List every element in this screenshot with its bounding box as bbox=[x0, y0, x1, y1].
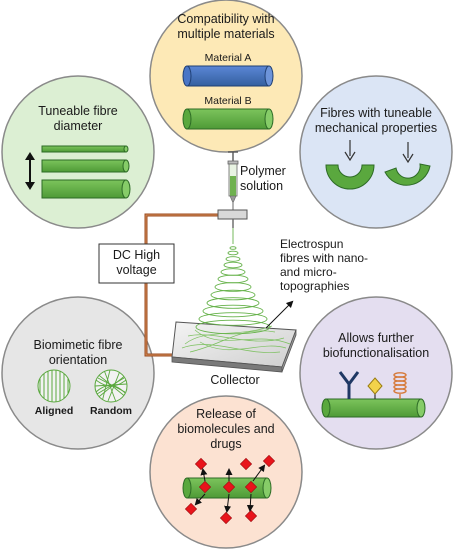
antibody-icon bbox=[338, 371, 360, 399]
high-voltage-wire-core bbox=[145, 214, 219, 356]
molecule-diamond-icon bbox=[367, 377, 383, 399]
aligned-label: Aligned bbox=[34, 405, 74, 417]
panel-right-upper-circle bbox=[299, 75, 453, 229]
nozzle-clamp bbox=[217, 209, 248, 228]
double-arrow-icon bbox=[25, 152, 35, 190]
biofunctional-fibre bbox=[321, 398, 426, 418]
material-a-cylinder bbox=[182, 65, 274, 87]
panel-right-lower-circle bbox=[299, 296, 453, 450]
random-fibres-disc bbox=[94, 369, 128, 403]
material-b-label: Material B bbox=[204, 95, 252, 107]
fibres-pointer-arrow bbox=[265, 300, 294, 329]
aligned-fibres-disc bbox=[37, 369, 71, 403]
collector-plate bbox=[171, 321, 297, 373]
panel-left-lower-circle bbox=[1, 296, 155, 450]
diameter-fibres bbox=[41, 145, 131, 199]
fibre-mat bbox=[181, 325, 291, 353]
spring-coil-icon bbox=[393, 372, 407, 399]
material-b-cylinder bbox=[182, 108, 274, 130]
random-label: Random bbox=[90, 405, 132, 417]
syringe-icon bbox=[227, 151, 239, 211]
collector-label: Collector bbox=[210, 373, 260, 387]
material-a-label: Material A bbox=[204, 52, 252, 64]
release-arrows bbox=[194, 464, 266, 513]
drug-particles bbox=[184, 454, 276, 525]
mechanical-arcs bbox=[325, 140, 431, 190]
electrospun-jet bbox=[195, 228, 271, 335]
dc-voltage-box bbox=[98, 243, 175, 284]
